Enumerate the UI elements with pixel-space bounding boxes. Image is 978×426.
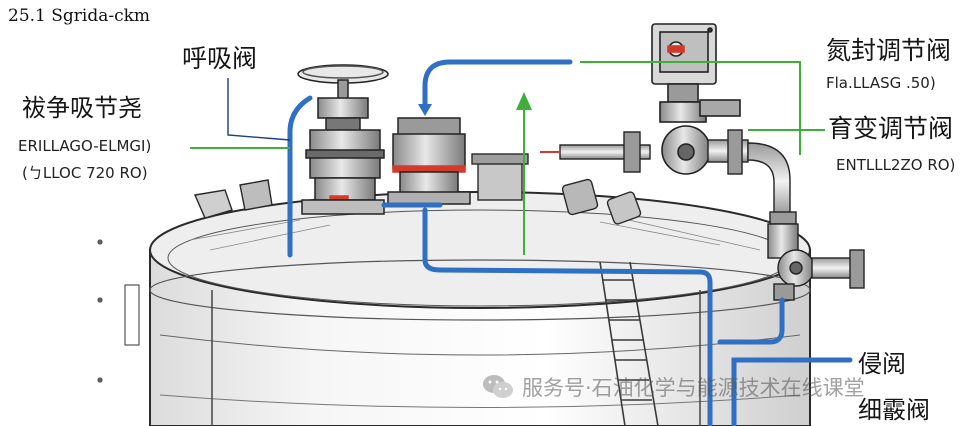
- watermark: 服务号·石油化学与能源技术在线课堂: [482, 372, 865, 402]
- middle-control-valve: [387, 117, 471, 205]
- left-valve-code-1: ERILLAGO-ELMGI): [18, 137, 152, 155]
- nitrogen-seal-valve-assembly: [651, 23, 741, 175]
- process-pipes: [287, 59, 853, 426]
- leader-lines: [190, 61, 825, 255]
- nitrogen-seal-valve-label: 氮封调节阀: [826, 36, 952, 65]
- callout-lines: [227, 78, 291, 141]
- nitrogen-seal-valve-code: Fla.LLASG .50): [826, 74, 936, 92]
- bottom-valve-label-1: 侵阅: [858, 350, 906, 378]
- side-bracket: [97, 239, 140, 383]
- right-valve-code: ENTLLL2ZO RO): [836, 156, 956, 174]
- roof-nozzles: [194, 153, 642, 225]
- ladder: [599, 261, 659, 426]
- watermark-text: 服务号·石油化学与能源技术在线课堂: [522, 376, 865, 400]
- flow-arrow-up: [516, 92, 532, 110]
- wechat-icon: [483, 375, 513, 398]
- right-valve-label: 育变调节阀: [828, 114, 954, 143]
- flow-arrow-down: [418, 104, 432, 116]
- bottom-valve-label-2: 细霰阀: [858, 396, 930, 424]
- right-horizontal-pipe: [540, 129, 865, 301]
- storage-tank: [149, 191, 811, 426]
- breather-valve-assembly: [297, 64, 389, 215]
- breather-valve-label: 呼吸阀: [182, 44, 258, 73]
- left-valve-label: 祓争吸节尧: [22, 94, 142, 122]
- left-valve-code-2: (ㄅLLOC 720 RO): [22, 164, 148, 182]
- figure-number: 25.1 Sgrida-ckm: [8, 6, 151, 26]
